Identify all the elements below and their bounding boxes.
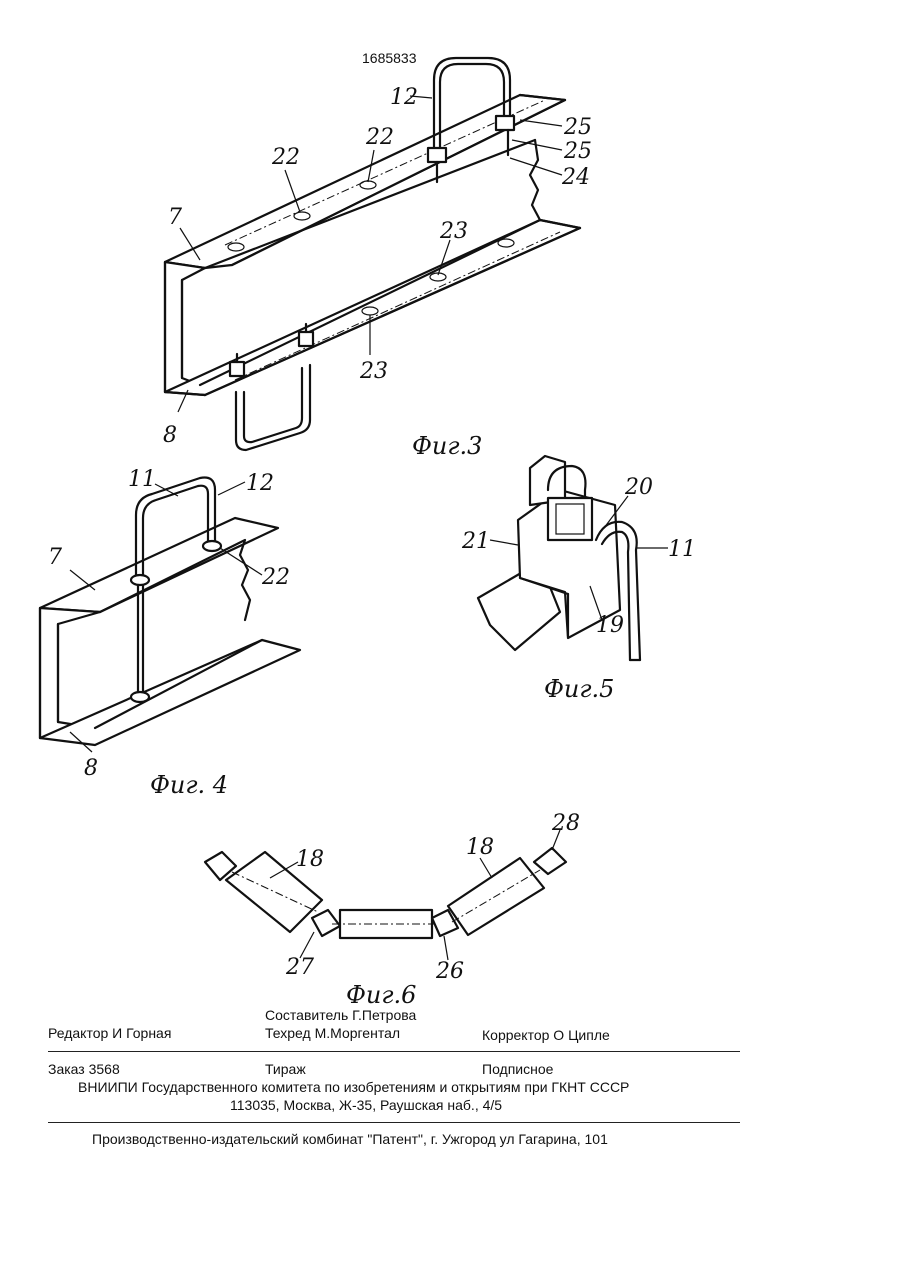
label-23a: 23: [439, 219, 468, 244]
channel-web: [165, 262, 205, 392]
label-26: 26: [435, 959, 464, 984]
organization: ВНИИПИ Государственного комитета по изоб…: [78, 1079, 629, 1095]
figure-5: 20 21 11 19 Фиг.5: [461, 456, 696, 703]
lower-flange: [40, 640, 300, 745]
label-12: 12: [390, 85, 418, 110]
editor: Редактор И Горная: [48, 1025, 171, 1041]
address: 113035, Москва, Ж-35, Раушская наб., 4/5: [230, 1097, 502, 1113]
figure-6-caption: Фиг.6: [346, 981, 416, 1009]
divider: [48, 1122, 740, 1123]
publisher: Производственно-издательский комбинат "П…: [92, 1131, 608, 1147]
figure-4-caption: Фиг. 4: [150, 771, 228, 799]
label-7: 7: [48, 545, 62, 570]
patent-number: 1685833: [362, 50, 417, 66]
order-number: Заказ 3568: [48, 1061, 120, 1077]
figure-3-caption: Фиг.3: [412, 432, 482, 460]
label-12: 12: [246, 471, 274, 496]
subscription: Подписное: [482, 1061, 553, 1077]
upper-flange: [40, 518, 278, 612]
tech-editor: Техред М.Моргентал: [265, 1025, 400, 1041]
label-28: 28: [551, 811, 580, 836]
label-8: 8: [163, 423, 177, 448]
figure-3: 12 25 25 24 22 22 7 23 23 8 Фиг.3: [163, 58, 592, 460]
label-25b: 25: [563, 139, 592, 164]
label-21: 21: [461, 529, 490, 554]
label-19: 19: [596, 613, 624, 638]
label-7: 7: [168, 205, 182, 230]
figure-5-caption: Фиг.5: [544, 675, 614, 703]
circulation: Тираж: [265, 1061, 306, 1077]
label-22: 22: [261, 565, 290, 590]
corrector: Корректор О Ципле: [482, 1027, 610, 1043]
label-18a: 18: [296, 847, 324, 872]
label-23b: 23: [359, 359, 388, 384]
label-25a: 25: [563, 115, 592, 140]
divider: [48, 1051, 740, 1052]
figure-4: 11 12 22 7 8 Фиг. 4: [40, 467, 300, 799]
label-27: 27: [285, 955, 314, 980]
label-18b: 18: [466, 835, 494, 860]
label-11: 11: [128, 467, 156, 492]
label-11: 11: [668, 537, 696, 562]
label-20: 20: [624, 475, 653, 500]
figure-6: 18 18 28 27 26 Фиг.6: [205, 811, 580, 1009]
label-22b: 22: [365, 125, 394, 150]
label-24: 24: [561, 165, 590, 190]
label-8: 8: [84, 756, 98, 781]
label-22a: 22: [271, 145, 300, 170]
composer: Составитель Г.Петрова: [265, 1007, 416, 1023]
